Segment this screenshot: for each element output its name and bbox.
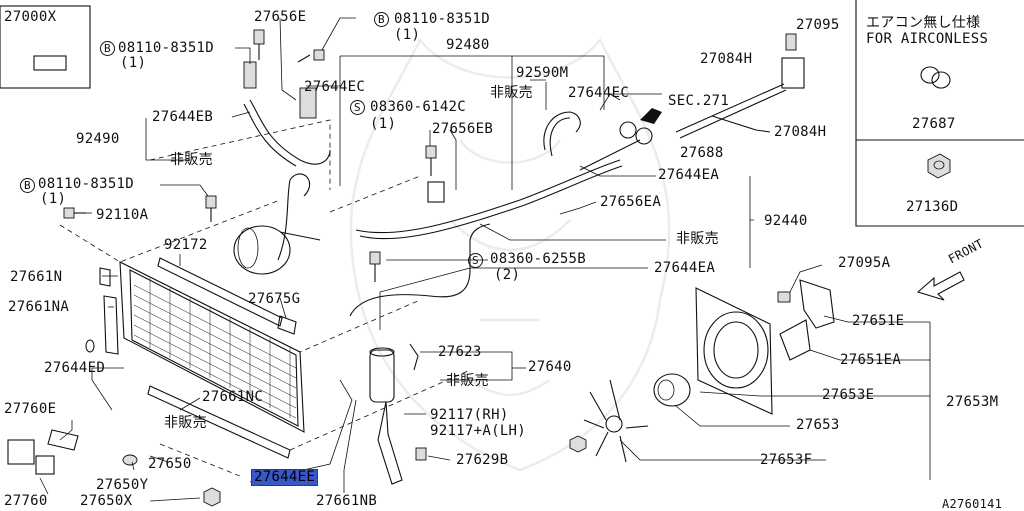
part-label: 08110-8351D	[394, 11, 491, 27]
highlighted-part-label[interactable]: 27644EE	[250, 469, 319, 486]
part-label: 27095	[796, 17, 840, 33]
connector-27760	[7, 429, 79, 475]
inset-title-jp: エアコン無し仕様	[866, 15, 981, 31]
not-for-sale-label: 非販売	[446, 373, 489, 389]
part-label: 27656EA	[600, 194, 662, 210]
bolt-b-badge: B	[20, 178, 35, 193]
part-label: 92117+A(LH)	[430, 423, 527, 439]
refrigerant-pipes	[243, 99, 641, 317]
part-label: 27623	[438, 344, 482, 360]
label-box-27000x	[0, 5, 91, 89]
part-label: 27644ED	[44, 360, 106, 376]
part-label: 27653F	[760, 452, 813, 468]
part-label: 08110-8351D	[38, 176, 135, 192]
hoses-27084h	[619, 33, 805, 145]
part-label: 27095A	[838, 255, 891, 271]
bolts-and-clips	[63, 29, 791, 507]
inset-title-en: FOR AIRCONLESS	[866, 31, 989, 47]
part-label: 92480	[446, 37, 490, 53]
part-label: 27084H	[774, 124, 827, 140]
part-label: 27651E	[852, 313, 905, 329]
part-label: 27644EB	[152, 109, 214, 125]
part-label: 27650X	[80, 493, 133, 509]
page-code: A2760141	[942, 497, 1003, 511]
screw-s-badge: S	[350, 100, 365, 115]
part-label: 27661NC	[202, 389, 264, 405]
part-label: 92110A	[96, 207, 149, 223]
part-label: 27629B	[456, 452, 509, 468]
part-label: 27000X	[4, 9, 57, 25]
bolt-b-badge: B	[374, 12, 389, 27]
quantity-label: (1)	[370, 116, 397, 132]
part-label: 27661NA	[8, 299, 70, 315]
not-for-sale-label: 非販売	[170, 152, 213, 168]
part-label: 27651EA	[840, 352, 902, 368]
part-label: 92490	[76, 131, 120, 147]
front-arrow-icon	[916, 271, 965, 301]
part-label: 27688	[680, 145, 724, 161]
part-label: 27661NB	[316, 493, 378, 509]
quantity-label: (1)	[394, 27, 421, 43]
cooling-fan-assembly	[583, 279, 835, 463]
part-label: 27760E	[4, 401, 57, 417]
part-label: 27656EB	[432, 121, 494, 137]
part-label: 27661N	[10, 269, 63, 285]
part-label: 27675G	[248, 291, 301, 307]
screw-s-badge: S	[468, 253, 483, 268]
part-label: 08360-6255B	[490, 251, 587, 267]
condenser-core	[85, 257, 305, 459]
part-label: 27653E	[822, 387, 875, 403]
inset-panel	[855, 0, 1024, 227]
compressor	[233, 173, 321, 275]
part-label: 27653	[796, 417, 840, 433]
part-label: 27760	[4, 493, 48, 509]
quantity-label: (1)	[40, 191, 67, 207]
section-reference: SEC.271	[668, 93, 730, 109]
part-label: 27644EA	[654, 260, 716, 276]
not-for-sale-label: 非販売	[164, 415, 207, 431]
bolt-b-badge: B	[100, 41, 115, 56]
part-label: 27656E	[254, 9, 307, 25]
part-label: 27644EC	[304, 79, 366, 95]
part-label: 92440	[764, 213, 808, 229]
quantity-label: (1)	[120, 55, 147, 71]
part-label: 27650Y	[96, 477, 149, 493]
part-label: 92117(RH)	[430, 407, 509, 423]
part-label: 27084H	[700, 51, 753, 67]
receiver-drier	[369, 343, 419, 485]
part-label: 27644EA	[658, 167, 720, 183]
part-label: 27650	[148, 456, 192, 472]
part-label: 27640	[528, 359, 572, 375]
part-label: 27644EC	[568, 85, 630, 101]
part-label: 08110-8351D	[118, 40, 215, 56]
part-label: 08360-6142C	[370, 99, 467, 115]
part-label: 27687	[912, 116, 956, 132]
part-label: 92172	[164, 237, 208, 253]
part-label: 92590M	[516, 65, 569, 81]
quantity-label: (2)	[494, 267, 521, 283]
part-label: 27653M	[946, 394, 999, 410]
part-label: 27136D	[906, 199, 959, 215]
not-for-sale-label: 非販売	[676, 231, 719, 247]
not-for-sale-label: 非販売	[490, 85, 533, 101]
